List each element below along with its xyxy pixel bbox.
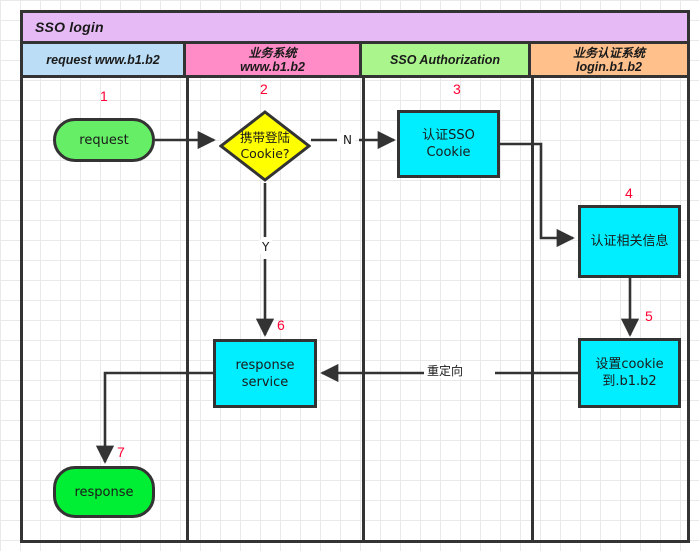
swimlane-header-auth-line2: login.b1.b2: [576, 59, 642, 74]
edge-verify-to-authinfo: [500, 142, 575, 248]
diagram-title: SSO login: [35, 19, 104, 35]
diagram-title-bar: SSO login: [23, 13, 687, 44]
swimlane-header-row: request www.b1.b2 业务系统 www.b1.b2 SSO Aut…: [23, 44, 687, 78]
node-response-label: response: [74, 484, 134, 500]
swimlane-header-business-line1: 业务系统: [248, 45, 297, 60]
swimlane-header-sso: SSO Authorization: [362, 44, 531, 78]
node-set-cookie-label: 设置cookie 到.b1.b2: [595, 357, 664, 389]
swimlane-divider-2: [362, 78, 365, 540]
swimlane-header-sso-line1: SSO Authorization: [390, 52, 500, 67]
node-auth-info[interactable]: 认证相关信息: [578, 205, 681, 278]
node-response-service-label: response service: [235, 357, 295, 390]
node-response-service[interactable]: response service: [213, 339, 317, 408]
swimlane-divider-1: [186, 78, 189, 540]
edge-label-yes: Y: [259, 240, 273, 254]
swimlane-header-auth: 业务认证系统 login.b1.b2: [531, 44, 687, 78]
node-request-label: request: [79, 132, 129, 148]
swimlane-header-business: 业务系统 www.b1.b2: [186, 44, 362, 78]
edge-label-no: N: [340, 133, 355, 147]
step-number-3: 3: [453, 81, 461, 97]
node-verify-sso-cookie[interactable]: 认证SSO Cookie: [397, 110, 500, 178]
step-number-6: 6: [277, 317, 285, 333]
step-number-7: 7: [117, 444, 125, 460]
swimlane-header-request-line1: request www.b1.b2: [46, 52, 160, 67]
node-set-cookie[interactable]: 设置cookie 到.b1.b2: [578, 338, 681, 408]
swimlane-header-request: request www.b1.b2: [23, 44, 186, 78]
step-number-5: 5: [645, 308, 653, 324]
node-cookie-decision[interactable]: 携带登陆 Cookie?: [219, 110, 311, 182]
node-response[interactable]: response: [53, 466, 155, 518]
step-number-2: 2: [260, 81, 268, 97]
node-verify-sso-cookie-label: 认证SSO Cookie: [422, 128, 475, 160]
diagram-frame: [20, 10, 690, 543]
step-number-1: 1: [100, 88, 108, 104]
swimlane-header-auth-line1: 业务认证系统: [572, 45, 645, 60]
step-number-4: 4: [625, 185, 633, 201]
swimlane-header-business-line2: www.b1.b2: [240, 59, 305, 74]
swimlane-divider-3: [531, 78, 534, 540]
node-auth-info-label: 认证相关信息: [590, 234, 669, 249]
diamond-shape: [219, 110, 311, 182]
edge-response-service-out: [103, 371, 213, 420]
node-request[interactable]: request: [53, 118, 155, 162]
edge-label-redirect: 重定向: [424, 364, 467, 378]
node-cookie-decision-label: 携带登陆 Cookie?: [239, 130, 290, 161]
